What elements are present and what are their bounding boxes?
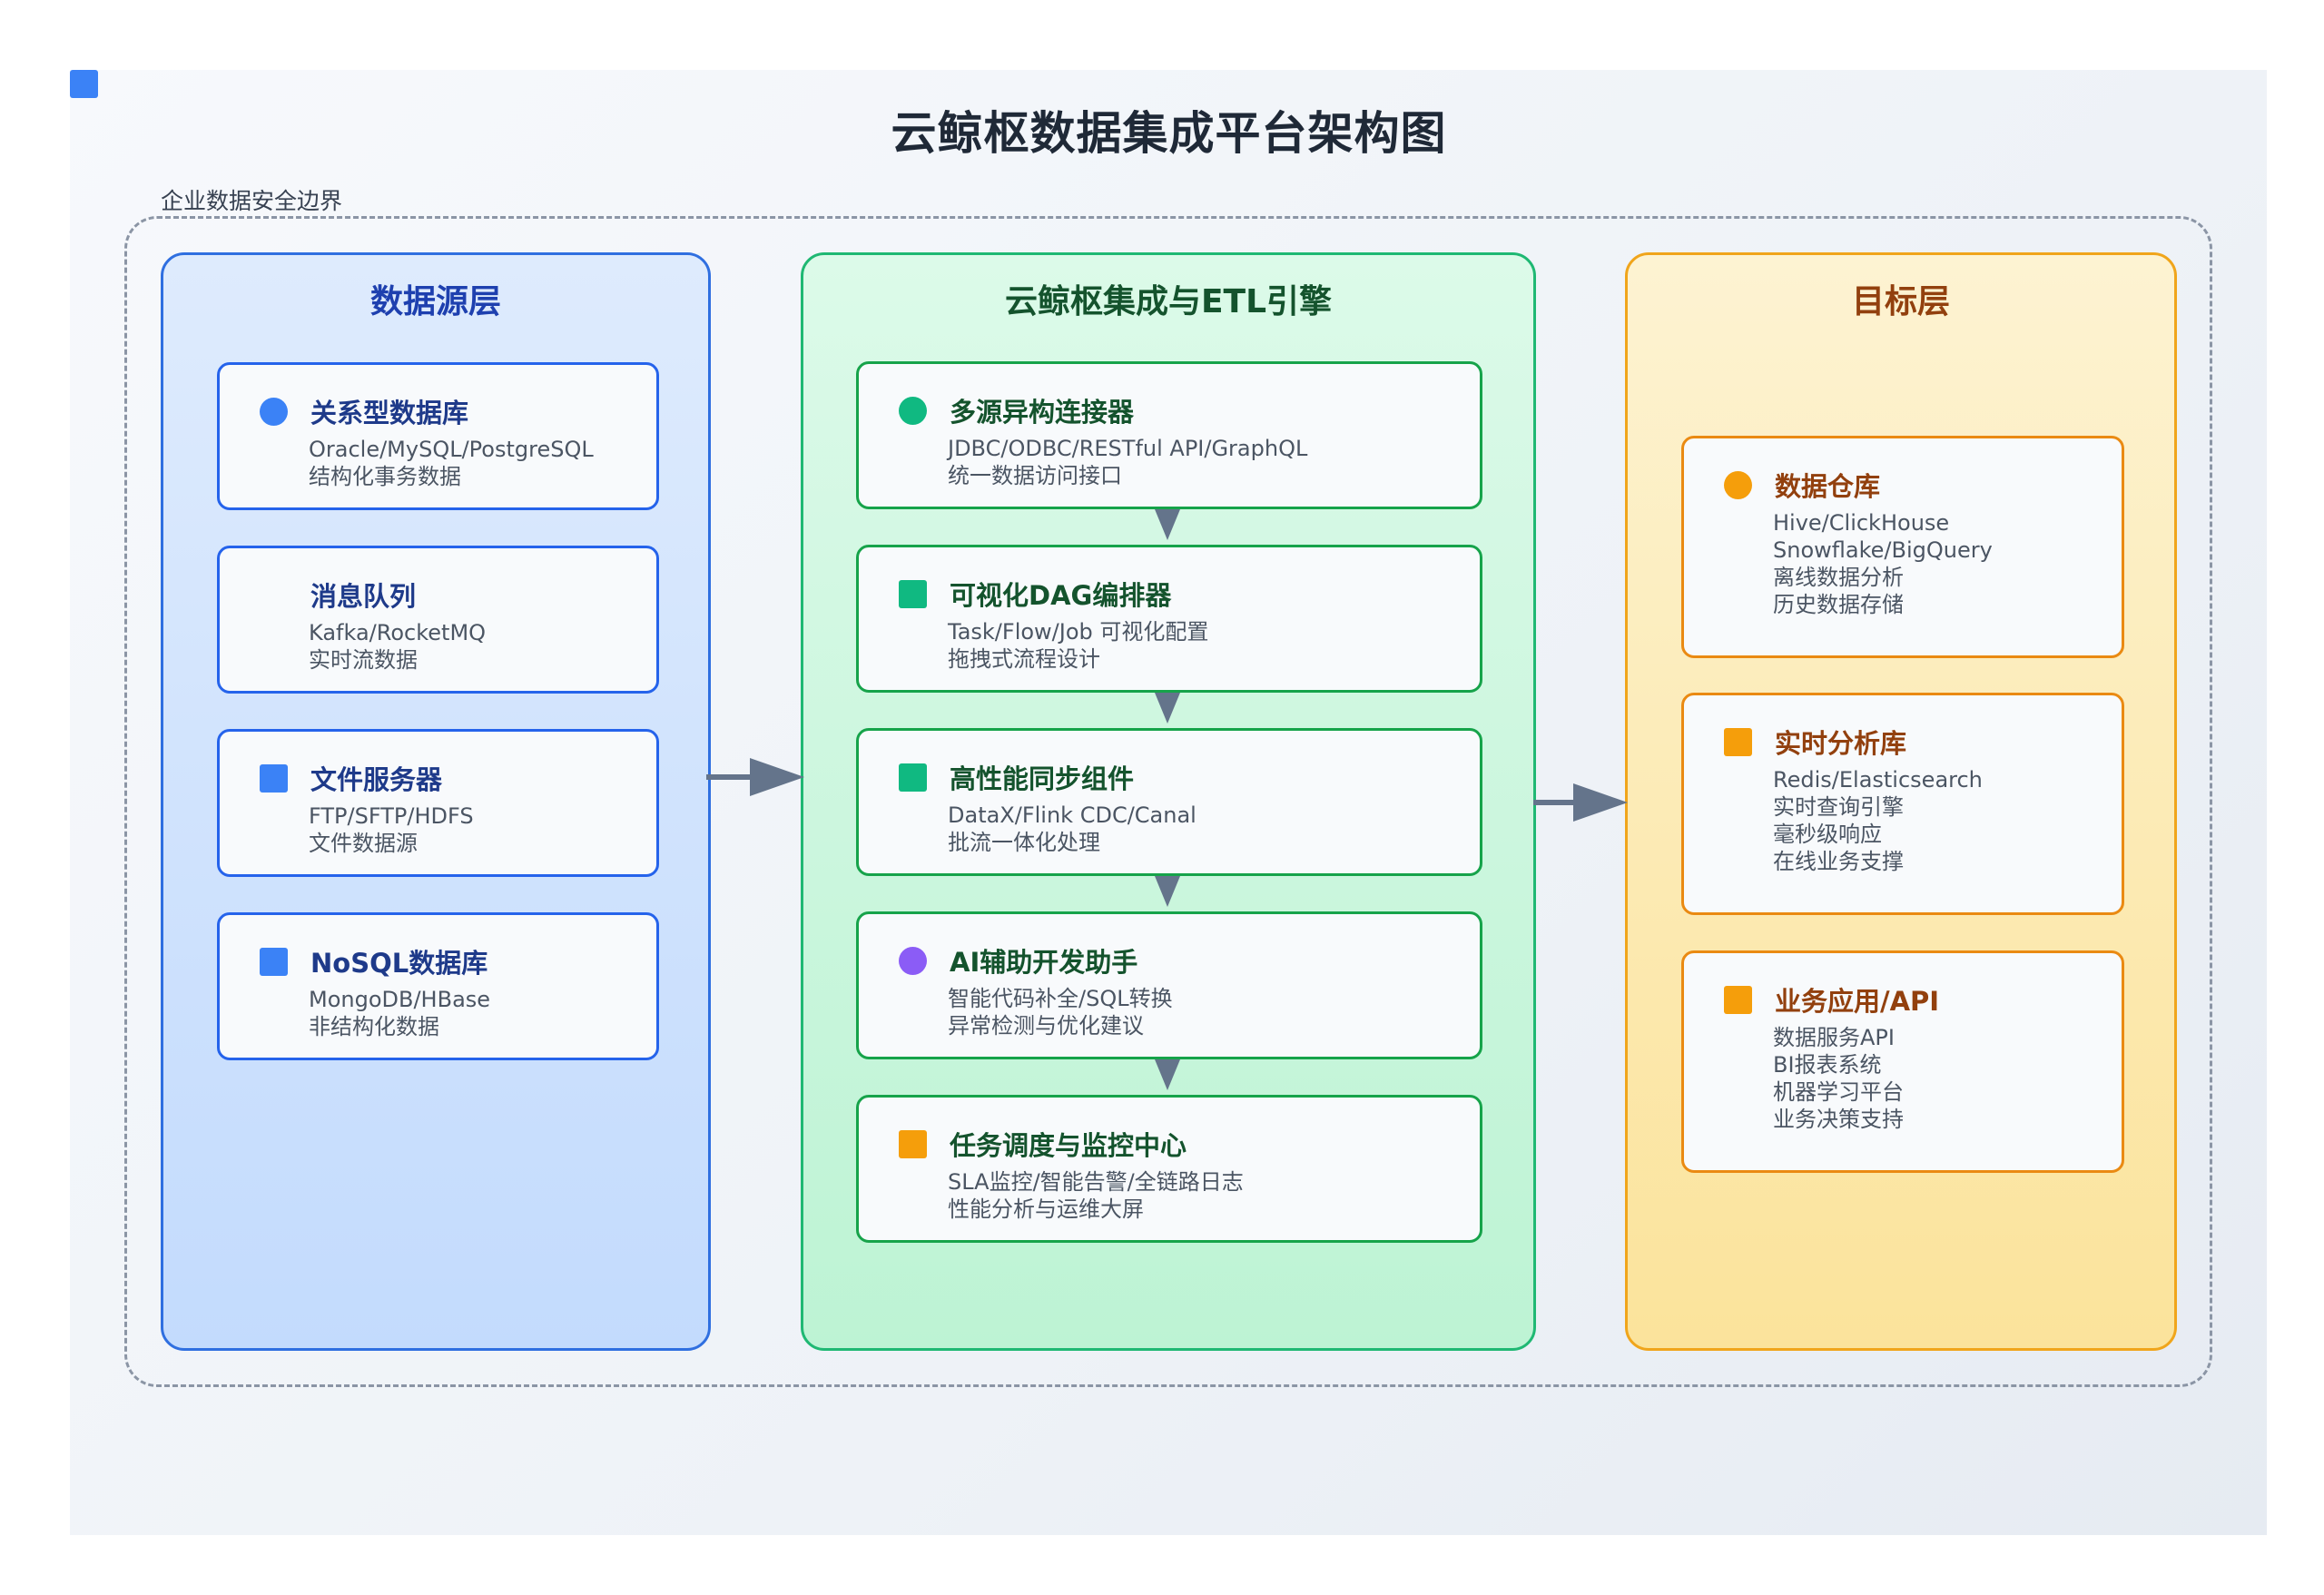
engine-to-target-arrow-icon bbox=[1533, 783, 1628, 822]
card-line: 异常检测与优化建议 bbox=[948, 1013, 1144, 1039]
card-line: Task/Flow/Job 可视化配置 bbox=[948, 619, 1209, 645]
card-line: SLA监控/智能告警/全链路日志 bbox=[948, 1169, 1244, 1195]
engine-layer: 云鲸枢集成与ETL引擎 多源异构连接器 JDBC/ODBC/RESTful API… bbox=[801, 252, 1536, 1351]
card-title: 消息队列 bbox=[310, 581, 417, 612]
card-title: AI辅助开发助手 bbox=[950, 947, 1138, 978]
card-line: 文件数据源 bbox=[309, 831, 418, 856]
card-description: SLA监控/智能告警/全链路日志性能分析与运维大屏 bbox=[948, 1168, 1244, 1223]
circle-marker-icon bbox=[899, 397, 927, 425]
corner-marker-icon bbox=[70, 70, 98, 98]
card-line: 机器学习平台 bbox=[1773, 1079, 1904, 1105]
card-description: Task/Flow/Job 可视化配置拖拽式流程设计 bbox=[948, 618, 1208, 673]
source-layer-title: 数据源层 bbox=[369, 283, 501, 320]
circle-marker-icon bbox=[899, 947, 927, 975]
flow-down-arrow-icon bbox=[1155, 876, 1180, 907]
boundary-label: 企业数据安全边界 bbox=[161, 188, 343, 214]
card-line: 非结构化数据 bbox=[309, 1014, 439, 1039]
card-line: 离线数据分析 bbox=[1773, 565, 1904, 590]
card-line: 统一数据访问接口 bbox=[948, 463, 1122, 488]
security-boundary bbox=[124, 216, 2212, 1387]
card-line: BI报表系统 bbox=[1773, 1052, 1882, 1078]
square-marker-icon bbox=[260, 948, 288, 976]
card-line: 历史数据存储 bbox=[1773, 592, 1904, 617]
engine-card: 任务调度与监控中心 SLA监控/智能告警/全链路日志性能分析与运维大屏 bbox=[856, 1095, 1482, 1243]
flow-down-arrow-icon bbox=[1155, 1059, 1180, 1090]
card-title: 文件服务器 bbox=[310, 764, 443, 795]
card-title: 业务应用/API bbox=[1775, 986, 1940, 1017]
card-title: 多源异构连接器 bbox=[950, 397, 1135, 428]
card-title: 数据仓库 bbox=[1775, 471, 1881, 502]
diagram-title: 云鲸枢数据集成平台架构图 bbox=[891, 107, 1447, 160]
card-line: MongoDB/HBase bbox=[309, 987, 491, 1012]
circle-marker-icon bbox=[1724, 471, 1752, 499]
card-line: 数据服务API bbox=[1773, 1025, 1895, 1050]
card-title: 高性能同步组件 bbox=[950, 763, 1135, 794]
card-line: FTP/SFTP/HDFS bbox=[309, 803, 474, 829]
card-line: Hive/ClickHouse bbox=[1773, 510, 1950, 536]
card-title: 任务调度与监控中心 bbox=[950, 1130, 1187, 1161]
card-line: 业务决策支持 bbox=[1773, 1107, 1904, 1132]
square-marker-icon bbox=[899, 763, 927, 792]
card-line: 实时流数据 bbox=[309, 647, 418, 673]
card-line: 结构化事务数据 bbox=[309, 464, 461, 489]
card-title: 实时分析库 bbox=[1775, 728, 1907, 759]
square-marker-icon bbox=[899, 1130, 927, 1158]
flow-down-arrow-icon bbox=[1155, 509, 1180, 540]
card-line: Kafka/RocketMQ bbox=[309, 620, 487, 645]
source-to-engine-arrow-icon bbox=[706, 758, 804, 796]
card-title: 关系型数据库 bbox=[310, 398, 469, 428]
card-description: 智能代码补全/SQL转换异常检测与优化建议 bbox=[948, 985, 1173, 1039]
card-line: 实时查询引擎 bbox=[1773, 794, 1904, 820]
card-line: JDBC/ODBC/RESTful API/GraphQL bbox=[948, 436, 1308, 461]
circle-marker-icon bbox=[260, 398, 288, 426]
card-line: 在线业务支撑 bbox=[1773, 849, 1904, 874]
square-marker-icon bbox=[899, 580, 927, 608]
card-title: 可视化DAG编排器 bbox=[950, 580, 1172, 611]
square-marker-icon bbox=[260, 764, 288, 793]
engine-card: AI辅助开发助手智能代码补全/SQL转换异常检测与优化建议 bbox=[856, 911, 1482, 1059]
flow-down-arrow-icon bbox=[1155, 693, 1180, 724]
target-layer-title: 目标层 bbox=[1851, 283, 1950, 320]
card-line: 批流一体化处理 bbox=[948, 830, 1100, 855]
engine-layer-title: 云鲸枢集成与ETL引擎 bbox=[1004, 283, 1333, 320]
card-line: Redis/Elasticsearch bbox=[1773, 767, 1983, 793]
card-line: 智能代码补全/SQL转换 bbox=[948, 986, 1173, 1011]
card-line: Snowflake/BigQuery bbox=[1773, 537, 1993, 563]
square-marker-icon bbox=[1724, 728, 1752, 756]
engine-card: 可视化DAG编排器 Task/Flow/Job 可视化配置拖拽式流程设计 bbox=[856, 545, 1482, 693]
card-title: NoSQL数据库 bbox=[310, 948, 488, 979]
card-line: 拖拽式流程设计 bbox=[948, 646, 1100, 672]
card-line: DataX/Flink CDC/Canal bbox=[948, 802, 1196, 828]
square-marker-icon bbox=[1724, 986, 1752, 1014]
card-line: Oracle/MySQL/PostgreSQL bbox=[309, 437, 594, 462]
card-line: 毫秒级响应 bbox=[1773, 822, 1882, 847]
card-line: 性能分析与运维大屏 bbox=[948, 1196, 1144, 1222]
